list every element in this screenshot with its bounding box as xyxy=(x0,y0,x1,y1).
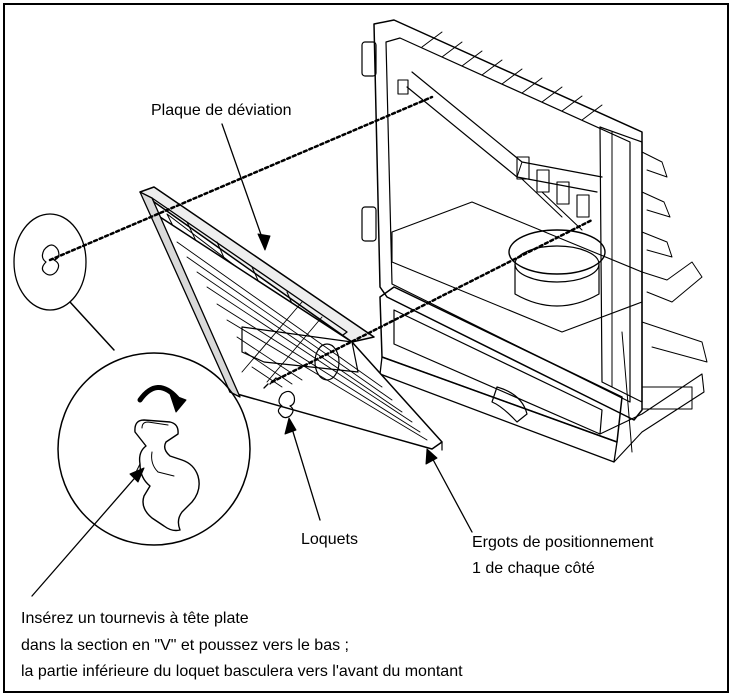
detail-circle-small xyxy=(13,213,87,311)
label-latches: Loquets xyxy=(301,531,358,548)
unit-housing xyxy=(361,19,708,463)
instruction-line-2: dans la section en "V" et poussez vers l… xyxy=(21,637,349,654)
leader-lines xyxy=(31,123,473,597)
diagram-illustration xyxy=(13,19,708,597)
label-deflector-plate: Plaque de déviation xyxy=(151,102,292,119)
clockwise-arrow-icon xyxy=(137,385,180,403)
latch-icon-small xyxy=(41,244,60,276)
detail-circle-large xyxy=(57,352,251,546)
label-positioning-pins: Ergots de positionnement xyxy=(472,534,654,551)
latch-icon-large xyxy=(134,419,200,532)
label-positioning-pins-sub: 1 de chaque côté xyxy=(472,560,595,577)
instruction-line-1: Insérez un tournevis à tête plate xyxy=(21,610,249,627)
instruction-line-3: la partie inférieure du loquet basculera… xyxy=(21,663,463,680)
latch-small xyxy=(277,390,296,419)
diagram-frame: Plaque de déviation Loquets Ergots de po… xyxy=(3,3,729,693)
